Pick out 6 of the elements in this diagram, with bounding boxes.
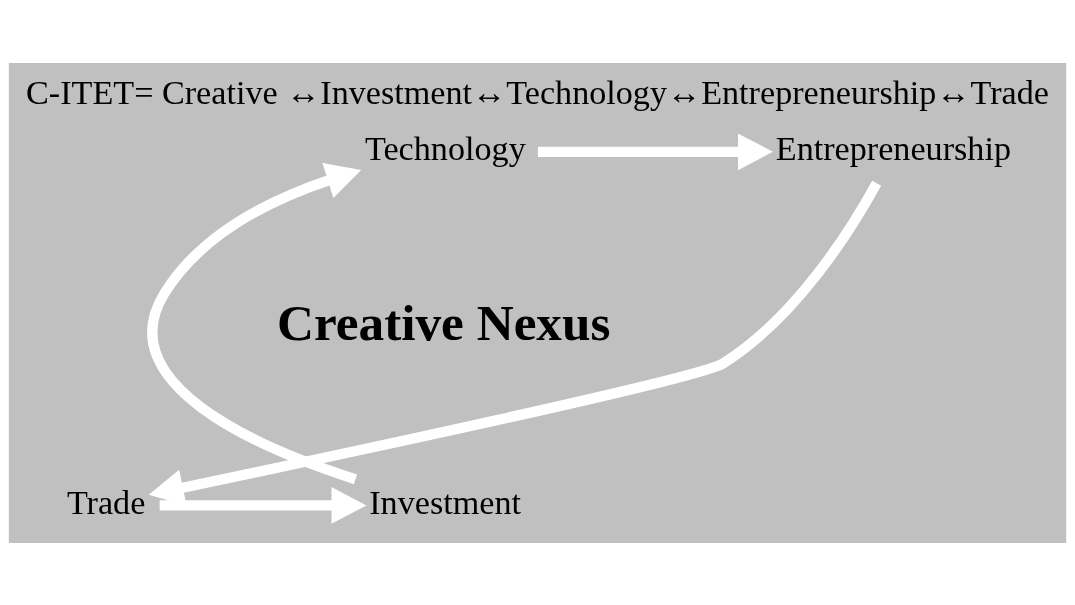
node-text: Entrepreneurship (775, 129, 1012, 167)
node-text: Trade (66, 483, 146, 521)
diagram-title: C-ITET= Creative ↔Investment↔Technology↔Entrepreneurship↔Trade (26, 73, 1049, 111)
node-text: Creative Nexus (277, 293, 611, 351)
node-text: Technology (364, 129, 526, 167)
node-text: Investment (369, 483, 522, 521)
